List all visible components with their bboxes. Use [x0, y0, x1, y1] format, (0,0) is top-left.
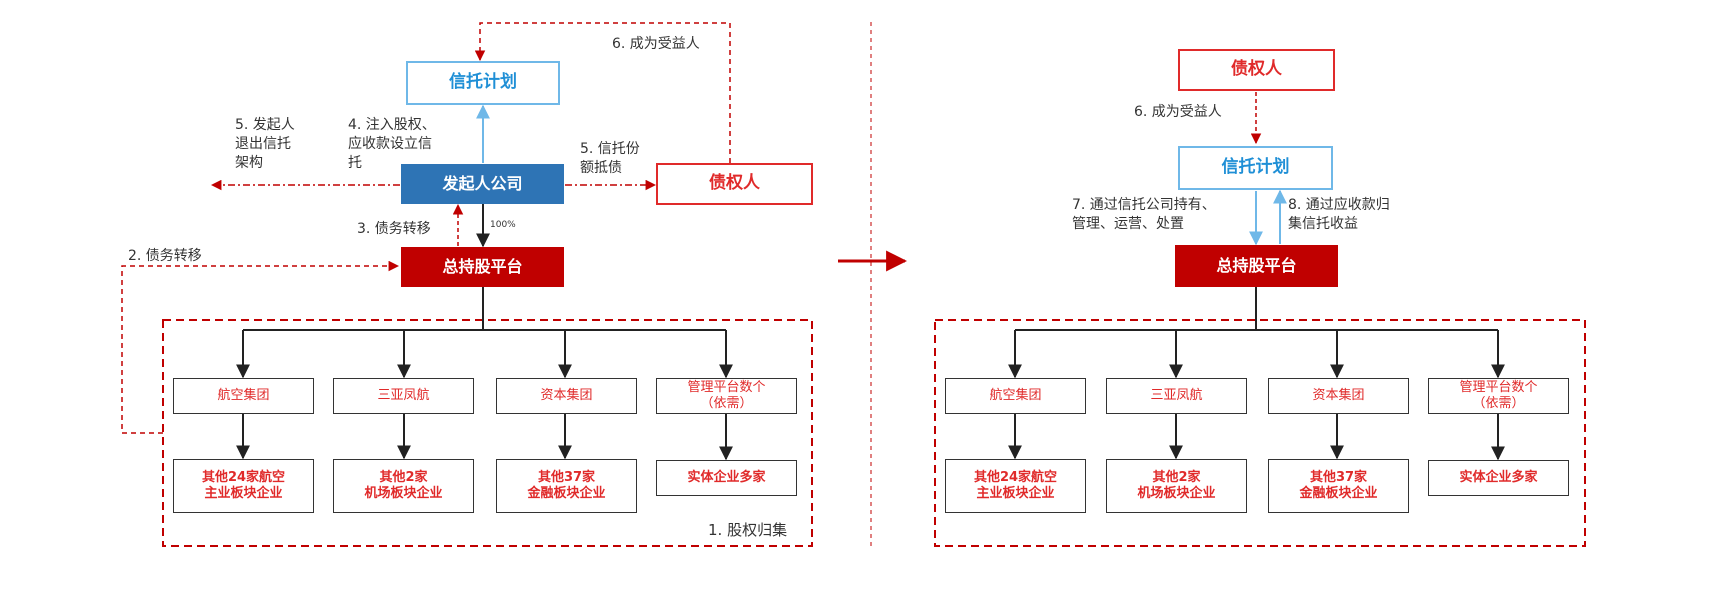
left-exit-label: 5. 发起人 退出信托 架构 [235, 116, 295, 173]
right-subsidiary-4-line2: （依需） [1472, 396, 1525, 411]
right-entity-3-line2: 金融板块企业 [1299, 486, 1378, 501]
right-subsidiary-4-line1: 管理平台数个 [1459, 379, 1538, 395]
right-subsidiary-2: 三亚凤航 [1106, 378, 1247, 414]
right-hold-label-line1: 7. 通过信托公司持有、 [1072, 197, 1216, 213]
right-entity-1-line2: 主业板块企业 [976, 486, 1055, 501]
right-entity-4: 实体企业多家 [1428, 460, 1569, 496]
left-entity-1-line1: 其他24家航空 [201, 469, 286, 485]
right-subsidiary-4: 管理平台数个 （依需） [1428, 378, 1569, 414]
left-inject-label-line3: 托 [348, 154, 362, 171]
left-offset-label-line1: 5. 信托份 [580, 141, 640, 157]
left-consolidate-label: 1. 股权归集 [708, 521, 788, 539]
right-collect-label-line2: 集信托收益 [1288, 215, 1358, 232]
left-subsidiary-4: 管理平台数个 （依需） [656, 378, 797, 414]
left-beneficiary-label: 6. 成为受益人 [612, 36, 700, 52]
left-pct-label: 100% [490, 220, 516, 230]
left-entity-1: 其他24家航空 主业板块企业 [173, 459, 314, 513]
left-subsidiary-4-line1: 管理平台数个 [687, 379, 766, 395]
left-subsidiary-2: 三亚凤航 [333, 378, 474, 414]
left-exit-label-line2: 退出信托 [235, 135, 291, 152]
right-entity-1: 其他24家航空 主业板块企业 [945, 459, 1086, 513]
left-offset-label-line2: 额抵债 [580, 159, 622, 176]
left-exit-label-line3: 架构 [235, 154, 263, 171]
right-subsidiary-1: 航空集团 [945, 378, 1086, 414]
left-debt-transfer-3-label: 3. 债务转移 [357, 221, 431, 237]
right-group-frame [934, 319, 1586, 547]
left-subsidiary-3: 资本集团 [496, 378, 637, 414]
left-inject-label-line2: 应收款设立信 [348, 135, 432, 152]
right-entity-3: 其他37家 金融板块企业 [1268, 459, 1409, 513]
left-creditor-box: 债权人 [656, 163, 813, 205]
left-debt-transfer-2-label: 2. 债务转移 [128, 248, 202, 264]
left-entity-1-line2: 主业板块企业 [204, 486, 283, 501]
left-exit-label-line1: 5. 发起人 [235, 117, 295, 133]
right-entity-1-line1: 其他24家航空 [973, 469, 1058, 485]
left-entity-3-line2: 金融板块企业 [527, 486, 606, 501]
right-hold-label: 7. 通过信托公司持有、 管理、运营、处置 [1072, 196, 1216, 234]
left-entity-2-line2: 机场板块企业 [364, 486, 443, 501]
right-collect-label-line1: 8. 通过应收款归 [1288, 197, 1390, 213]
right-beneficiary-label: 6. 成为受益人 [1134, 104, 1222, 120]
right-collect-label: 8. 通过应收款归 集信托收益 [1288, 196, 1390, 234]
right-entity-2-line1: 其他2家 [1152, 469, 1201, 485]
left-offset-label: 5. 信托份 额抵债 [580, 140, 640, 178]
left-entity-3: 其他37家 金融板块企业 [496, 459, 637, 513]
left-subsidiary-1: 航空集团 [173, 378, 314, 414]
right-trust-plan-box: 信托计划 [1178, 146, 1333, 190]
right-entity-2-line2: 机场板块企业 [1137, 486, 1216, 501]
left-entity-2: 其他2家 机场板块企业 [333, 459, 474, 513]
right-subsidiary-3: 资本集团 [1268, 378, 1409, 414]
left-beneficiary-arrow [474, 22, 731, 163]
left-trust-plan-box: 信托计划 [406, 61, 560, 105]
left-holding-platform-box: 总持股平台 [401, 247, 564, 287]
left-inject-label-line1: 4. 注入股权、 [348, 117, 436, 133]
left-inject-label: 4. 注入股权、 应收款设立信 托 [348, 116, 436, 173]
right-holding-platform-box: 总持股平台 [1175, 245, 1338, 287]
left-entity-2-line1: 其他2家 [379, 469, 428, 485]
left-subsidiary-4-line2: （依需） [700, 396, 753, 411]
right-creditor-box: 债权人 [1178, 49, 1335, 91]
left-group-frame [162, 319, 813, 547]
left-sponsor-company-box: 发起人公司 [401, 164, 564, 204]
right-entity-2: 其他2家 机场板块企业 [1106, 459, 1247, 513]
left-entity-3-line1: 其他37家 [537, 469, 596, 485]
left-debt-transfer-2-arrow [121, 260, 400, 434]
right-hold-label-line2: 管理、运营、处置 [1072, 215, 1184, 232]
right-entity-3-line1: 其他37家 [1309, 469, 1368, 485]
left-entity-4: 实体企业多家 [656, 460, 797, 496]
